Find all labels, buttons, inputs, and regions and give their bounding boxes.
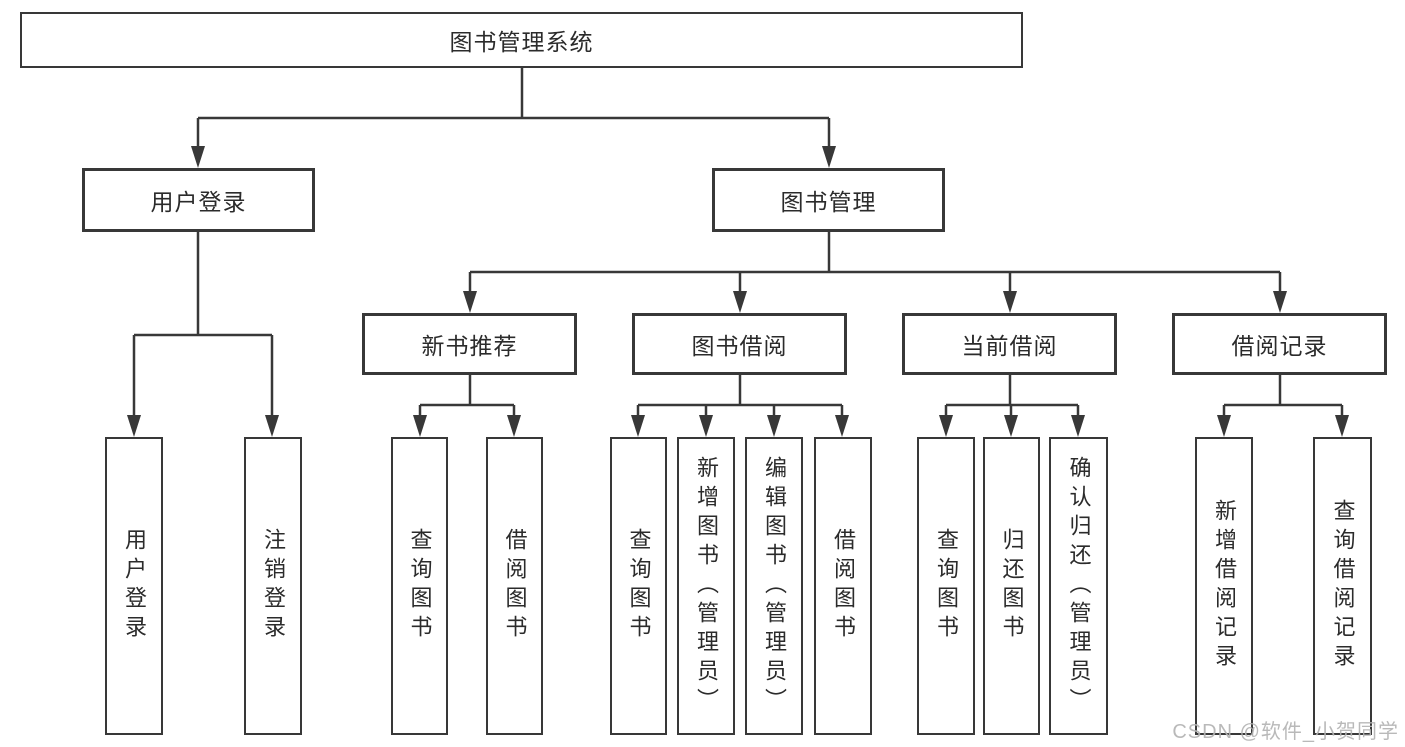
- node-root: 图书管理系统: [20, 12, 1023, 68]
- node-book-borrow: 图书借阅: [632, 313, 847, 375]
- leaf-add-borrow-record-label: 新增借阅记录: [1212, 499, 1237, 673]
- leaf-borrow-books-2: 借阅图书: [814, 437, 872, 735]
- leaf-logout: 注销登录: [244, 437, 302, 735]
- leaf-query-books-1-label: 查询图书: [407, 528, 433, 644]
- leaf-edit-book-admin-label: 编辑图书（管理员）: [762, 455, 787, 717]
- leaf-user-login: 用户登录: [105, 437, 163, 735]
- leaf-add-borrow-record: 新增借阅记录: [1195, 437, 1253, 735]
- leaf-user-login-label: 用户登录: [122, 528, 147, 644]
- leaf-return-book-label: 归还图书: [999, 528, 1025, 644]
- leaf-logout-label: 注销登录: [261, 528, 286, 644]
- leaf-query-books-1: 查询图书: [391, 437, 448, 735]
- node-current-borrow: 当前借阅: [902, 313, 1117, 375]
- leaf-confirm-return-admin: 确认归还（管理员）: [1049, 437, 1108, 735]
- node-root-label: 图书管理系统: [449, 29, 594, 55]
- node-user-login: 用户登录: [82, 168, 315, 232]
- leaf-confirm-return-admin-label: 确认归还（管理员）: [1066, 455, 1092, 717]
- leaf-query-books-3: 查询图书: [917, 437, 975, 735]
- leaf-query-books-2: 查询图书: [610, 437, 667, 735]
- leaf-add-book-admin: 新增图书（管理员）: [677, 437, 735, 735]
- leaf-query-books-2-label: 查询图书: [626, 528, 652, 644]
- node-book-management-label: 图书管理: [780, 189, 877, 215]
- leaf-edit-book-admin: 编辑图书（管理员）: [745, 437, 803, 735]
- leaf-borrow-books-1-label: 借阅图书: [502, 528, 528, 644]
- leaf-add-book-admin-label: 新增图书（管理员）: [694, 455, 719, 717]
- leaf-query-borrow-record: 查询借阅记录: [1313, 437, 1372, 735]
- leaf-return-book: 归还图书: [983, 437, 1040, 735]
- leaf-borrow-books-1: 借阅图书: [486, 437, 543, 735]
- leaf-query-books-3-label: 查询图书: [934, 528, 959, 644]
- node-book-management: 图书管理: [712, 168, 945, 232]
- node-borrow-records: 借阅记录: [1172, 313, 1387, 375]
- node-book-borrow-label: 图书借阅: [691, 333, 788, 359]
- leaf-borrow-books-2-label: 借阅图书: [831, 528, 856, 644]
- node-new-book-recommend: 新书推荐: [362, 313, 577, 375]
- node-borrow-records-label: 借阅记录: [1231, 333, 1328, 359]
- node-new-book-recommend-label: 新书推荐: [421, 333, 518, 359]
- node-user-login-label: 用户登录: [150, 189, 247, 215]
- leaf-query-borrow-record-label: 查询借阅记录: [1330, 499, 1356, 673]
- node-current-borrow-label: 当前借阅: [961, 333, 1058, 359]
